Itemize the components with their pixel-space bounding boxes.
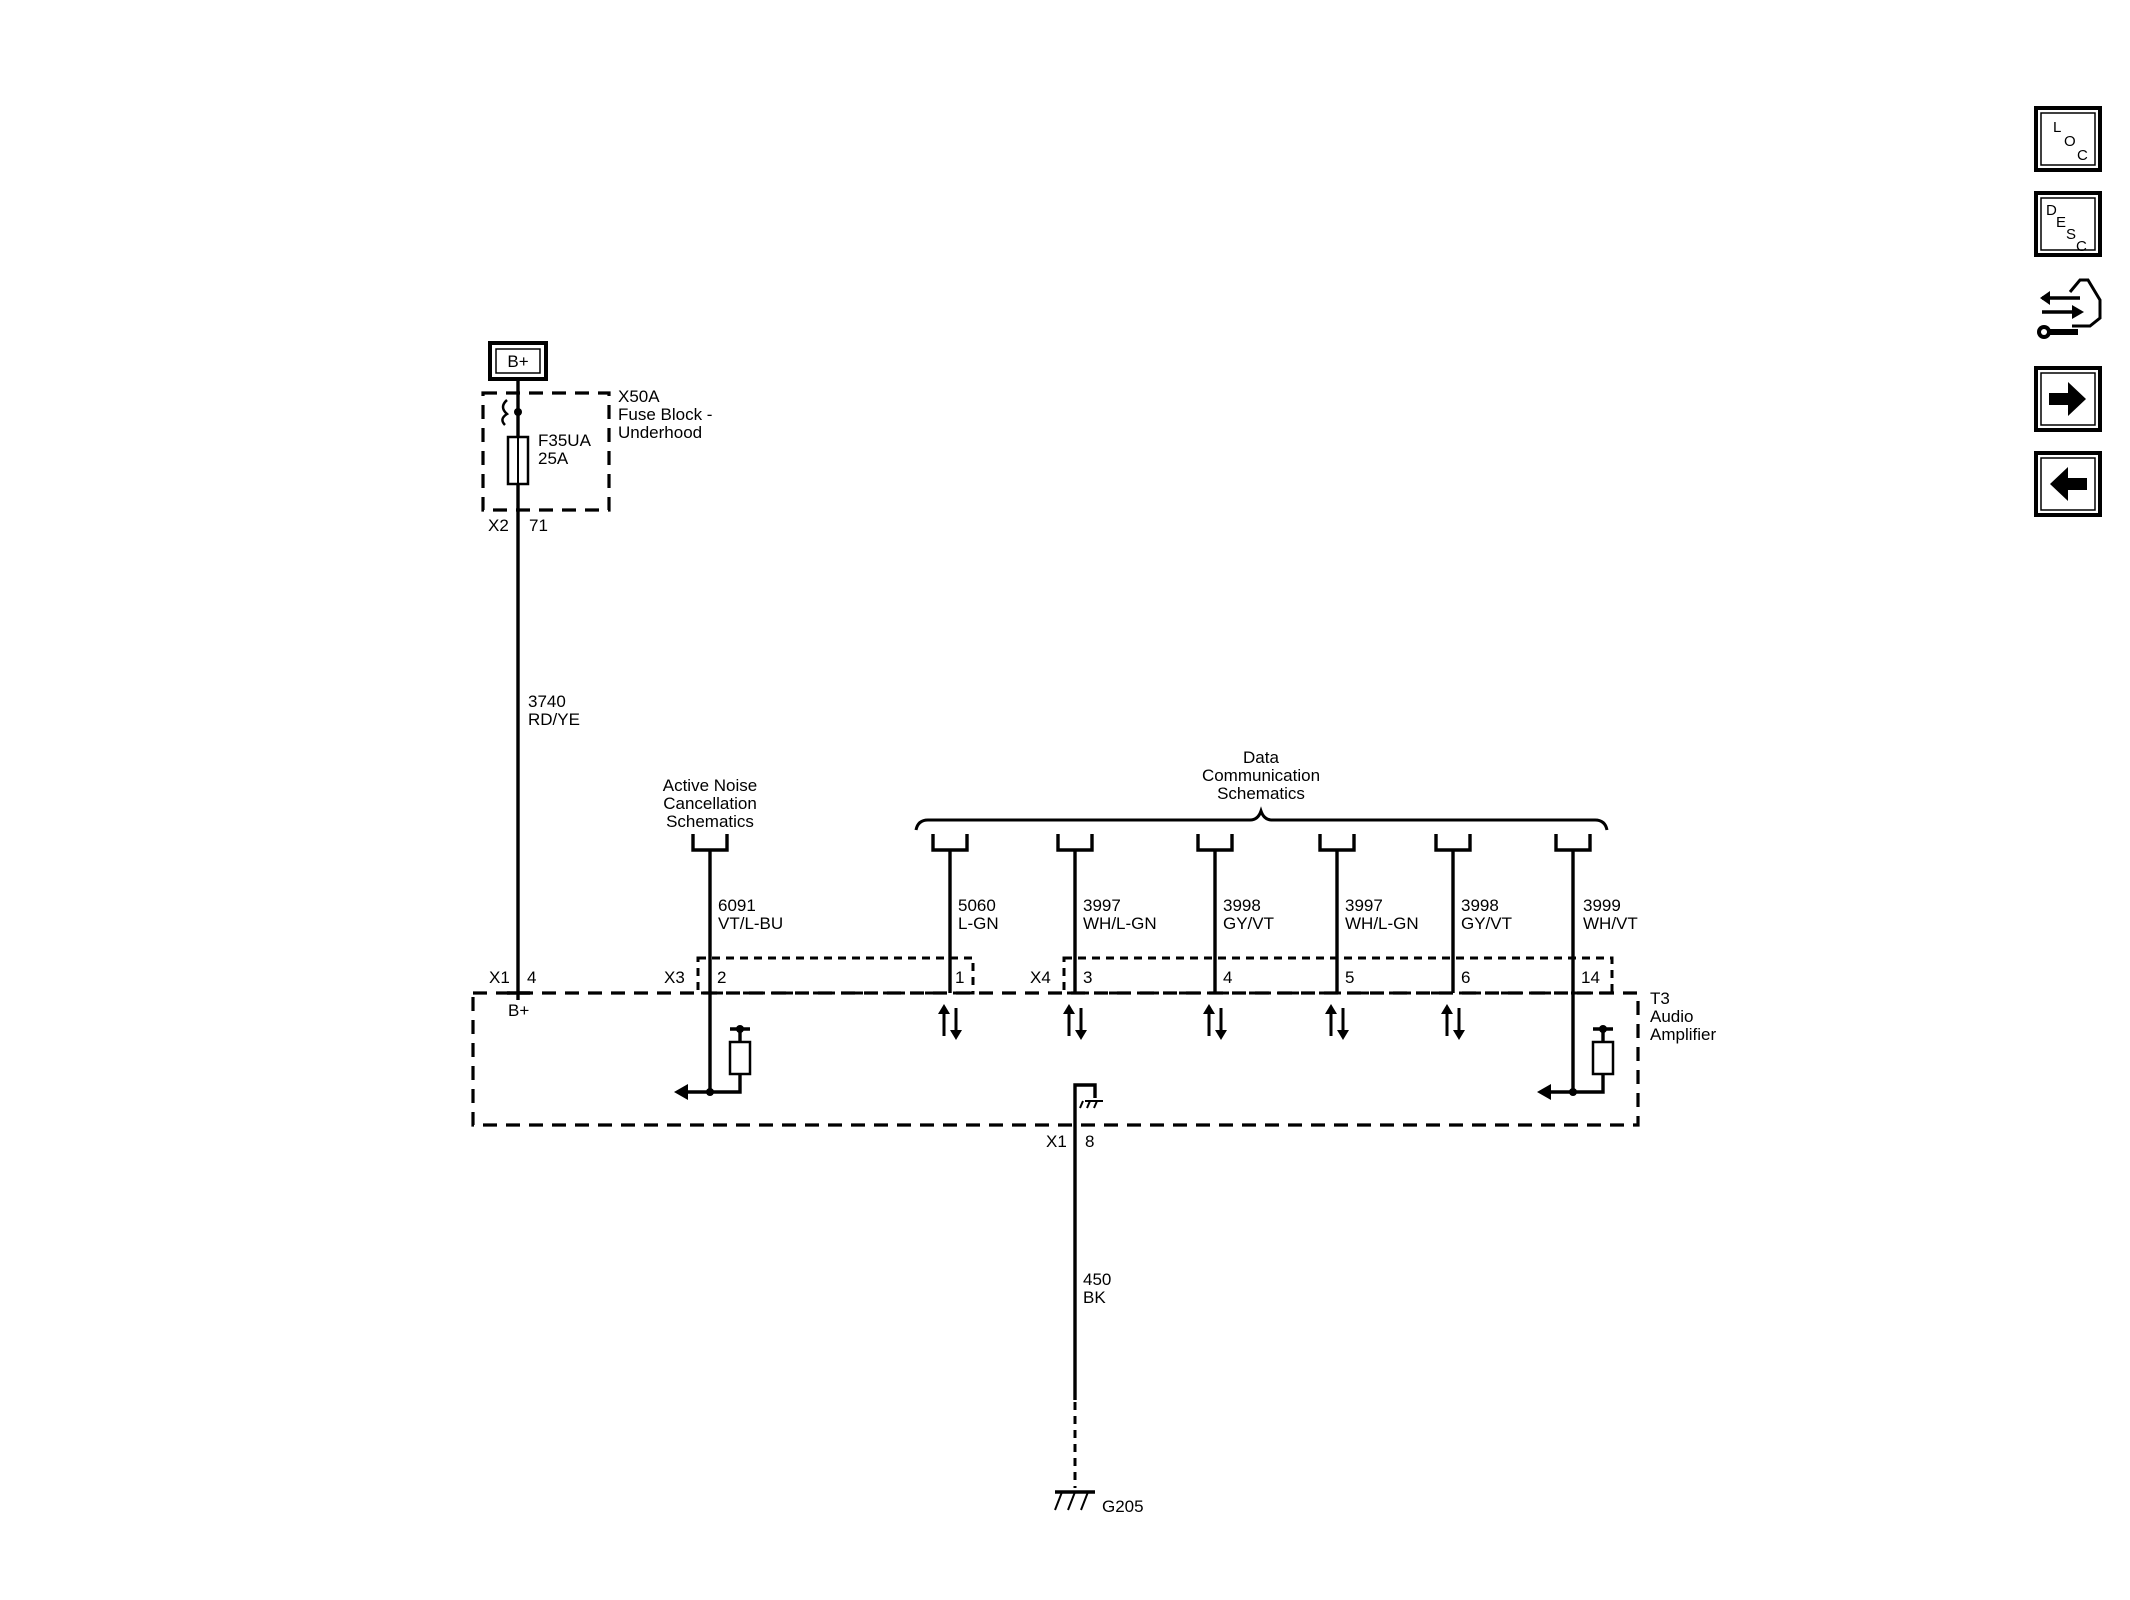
anc-ref-line2: Cancellation [663,794,757,813]
data-bracket [914,806,1609,831]
data-arrows [938,1004,1465,1040]
bplus-source: B+ [488,341,548,381]
amp-x3-connector: X3 [664,968,685,987]
amp-x3-pin-1: 1 [955,968,964,987]
ground-symbol-icon [1054,1490,1095,1511]
desc-letter-d: D [2046,202,2057,219]
bplus-label: B+ [507,352,528,371]
wire-3998a-color: GY/VT [1223,914,1274,933]
wire-3998b-color: GY/VT [1461,914,1512,933]
loc-letter-c: C [2077,147,2088,164]
fuse-pin: 71 [529,516,548,535]
wire-6091-circuit: 6091 [718,896,756,915]
amp-x4-pin-4: 4 [1223,968,1232,987]
anc-connector-symbol [691,834,729,852]
wire-3997a-circuit: 3997 [1083,896,1121,915]
wire-450-circuit: 450 [1083,1270,1111,1289]
wire-3740-color: RD/YE [528,710,580,729]
connector-wrench-icon[interactable] [2036,275,2102,345]
amplifier-name-1: Audio [1650,1007,1693,1026]
data-ref-line1: Data [1243,748,1279,767]
data-ref-line2: Communication [1202,766,1320,785]
anc-ref-line3: Schematics [666,812,754,831]
wire-3997b-color: WH/L-GN [1345,914,1419,933]
amp-x4-connector: X4 [1030,968,1051,987]
wire-3999-color: WH/VT [1583,914,1638,933]
arrow-right-icon [2049,382,2086,416]
loc-button[interactable]: L O C [2034,106,2102,172]
ground-id: G205 [1102,1497,1144,1516]
desc-letter-e: E [2056,214,2066,231]
loc-letter-o: O [2064,133,2076,150]
fuse-rating: 25A [538,449,569,468]
amp-x3-pin-2: 2 [717,968,726,987]
fuse-id: F35UA [538,431,592,450]
anc-ref-line1: Active Noise [663,776,757,795]
fuse-block-name-1: Fuse Block - [618,405,712,424]
fuse-block-name-2: Underhood [618,423,702,442]
amp-x1-pin-8: 8 [1085,1132,1094,1151]
amp-x4-pin-14: 14 [1581,968,1600,987]
amp-x1-connector: X1 [489,968,510,987]
desc-button[interactable]: D E S C [2034,191,2102,257]
wire-3997a-color: WH/L-GN [1083,914,1157,933]
amp-x1-ground-connector: X1 [1046,1132,1067,1151]
wire-5060-circuit: 5060 [958,896,996,915]
wire-3998a-circuit: 3998 [1223,896,1261,915]
loc-letter-l: L [2053,119,2061,136]
wire-6091-color: VT/L-BU [718,914,783,933]
amp-x4-pin-6: 6 [1461,968,1470,987]
wire-3997b-circuit: 3997 [1345,896,1383,915]
amp-x1-pin-4: 4 [527,968,536,987]
amplifier-name-2: Amplifier [1650,1025,1716,1044]
wire-3998b-circuit: 3998 [1461,896,1499,915]
fuse-block-outline [481,391,611,512]
x3-connector-outline [696,956,975,995]
next-button[interactable] [2034,366,2102,432]
desc-letter-s: S [2066,226,2076,243]
fuse-connector: X2 [488,516,509,535]
wire-5060-color: L-GN [958,914,999,933]
wire-3740-circuit: 3740 [528,692,566,711]
data-ref-line3: Schematics [1217,784,1305,803]
back-button[interactable] [2034,451,2102,517]
arrow-left-icon [2050,467,2087,501]
fuse-block-id: X50A [618,387,660,406]
amp-bplus-label: B+ [508,1001,529,1020]
amp-x4-pin-5: 5 [1345,968,1354,987]
wire-450-color: BK [1083,1288,1106,1307]
wire-3999-circuit: 3999 [1583,896,1621,915]
amp-x4-pin-3: 3 [1083,968,1092,987]
audio-amplifier-outline [471,991,1640,1127]
amplifier-id: T3 [1650,989,1670,1008]
desc-letter-c: C [2076,238,2087,255]
